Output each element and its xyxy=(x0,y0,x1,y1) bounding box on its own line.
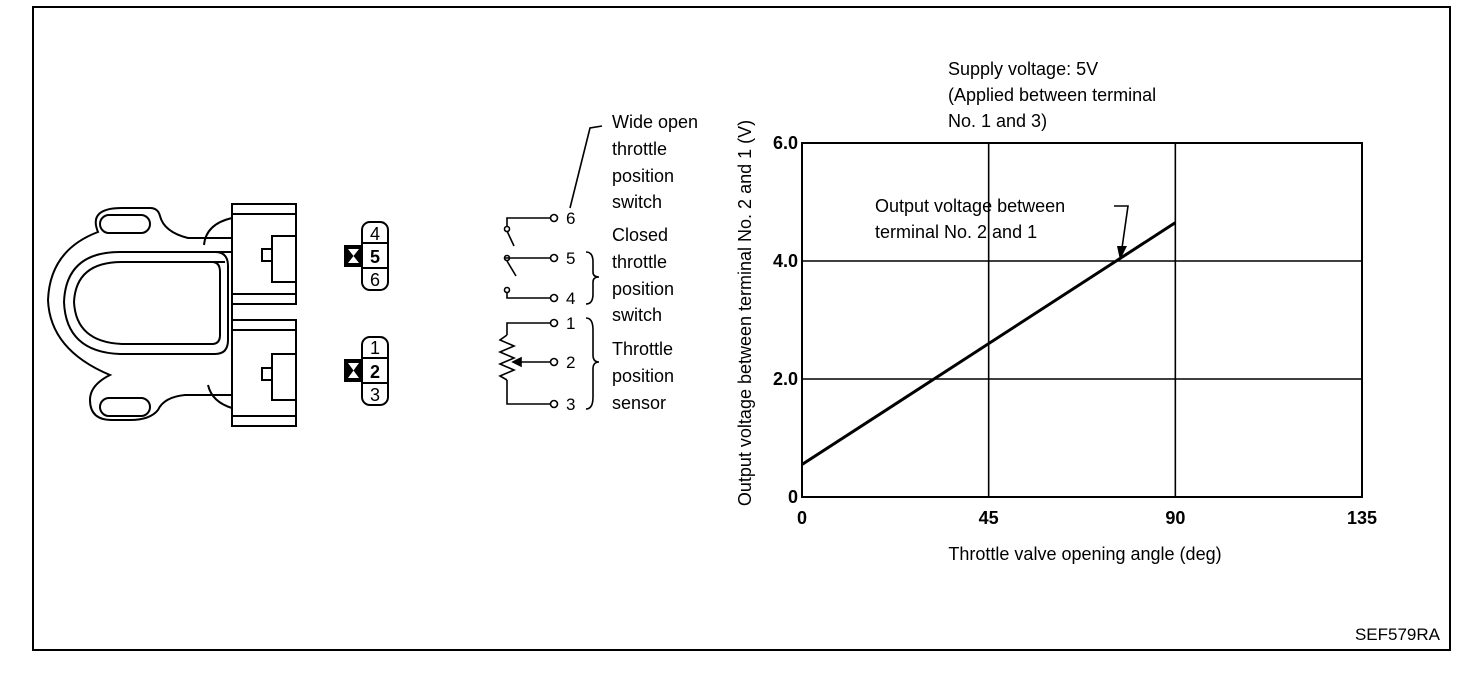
svg-text:No. 1 and 3): No. 1 and 3) xyxy=(948,111,1047,131)
terminal-lower-2: 3 xyxy=(370,385,380,405)
schematic-wiring xyxy=(497,125,603,410)
svg-text:Throttle: Throttle xyxy=(612,339,673,359)
potentiometer-resistor xyxy=(497,334,517,381)
schematic-terminal-3: 3 xyxy=(566,395,575,414)
sensor-inner-rim xyxy=(72,261,225,345)
chart-series xyxy=(801,221,1177,466)
connector-latch-upper xyxy=(261,248,273,262)
svg-text:position: position xyxy=(612,279,674,299)
svg-text:Wide open: Wide open xyxy=(612,112,698,132)
brace-closed-switch xyxy=(585,251,600,305)
x-tick-label-1: 45 xyxy=(979,508,999,528)
sensor-label: Throttle position sensor xyxy=(612,339,674,413)
x-axis-label: Throttle valve opening angle (deg) xyxy=(948,544,1221,564)
svg-text:Output voltage between: Output voltage between xyxy=(875,196,1065,216)
sensor-body-drawing xyxy=(46,203,297,427)
svg-text:terminal No. 2 and 1: terminal No. 2 and 1 xyxy=(875,222,1037,242)
mounting-slot-upper xyxy=(99,214,151,234)
closed-switch-label: Closed throttle position switch xyxy=(612,225,674,325)
y-axis-label: Output voltage between terminal No. 2 an… xyxy=(735,120,755,506)
svg-text:position: position xyxy=(612,166,674,186)
terminal-upper-1: 5 xyxy=(370,247,380,267)
x-tick-label-2: 90 xyxy=(1165,508,1185,528)
terminal-block-upper xyxy=(344,221,389,291)
svg-text:throttle: throttle xyxy=(612,139,667,159)
connector-housing-upper xyxy=(231,203,297,305)
wide-open-switch-blade xyxy=(506,230,515,247)
y-tick-label-0: 0 xyxy=(788,487,798,507)
svg-text:sensor: sensor xyxy=(612,393,666,413)
svg-text:switch: switch xyxy=(612,305,662,325)
figure-id: SEF579RA xyxy=(1355,625,1441,644)
label-leader xyxy=(569,125,603,209)
housing-bulge-upper xyxy=(203,217,233,246)
svg-text:Supply voltage: 5V: Supply voltage: 5V xyxy=(948,59,1098,79)
svg-text:position: position xyxy=(612,366,674,386)
schematic-terminal-2: 2 xyxy=(566,353,575,372)
x-tick-label-3: 135 xyxy=(1347,508,1377,528)
chart-ticks: 0 45 90 135 0 2.0 4.0 6.0 xyxy=(773,133,1377,528)
figure-frame xyxy=(32,6,1451,651)
svg-text:switch: switch xyxy=(612,192,662,212)
plot-frame xyxy=(801,142,1363,498)
x-tick-label-0: 0 xyxy=(797,508,807,528)
schematic-terminal-4: 4 xyxy=(566,289,575,308)
closed-switch-blade xyxy=(506,260,517,277)
connector-latch-lower xyxy=(261,367,273,381)
brace-sensor xyxy=(585,317,600,410)
housing-bulge-lower xyxy=(207,384,233,409)
sensor-inner-opening xyxy=(62,251,232,355)
terminal-upper-2: 6 xyxy=(370,270,380,290)
svg-text:(Applied between terminal: (Applied between terminal xyxy=(948,85,1156,105)
series-annotation: Output voltage between terminal No. 2 an… xyxy=(875,196,1065,242)
y-tick-label-1: 2.0 xyxy=(773,369,798,389)
y-tick-label-2: 4.0 xyxy=(773,251,798,271)
schematic-terminal-6: 6 xyxy=(566,209,575,228)
schematic-terminal-1: 1 xyxy=(566,314,575,333)
annotation-leader xyxy=(1114,205,1129,260)
chart-grid xyxy=(801,142,1363,498)
schematic-terminal-5: 5 xyxy=(566,249,575,268)
supply-note: Supply voltage: 5V (Applied between term… xyxy=(948,59,1156,131)
terminal-upper-0: 4 xyxy=(370,224,380,244)
series-line-0 xyxy=(801,221,1177,466)
terminal-lower-0: 1 xyxy=(370,338,380,358)
terminal-lower-1: 2 xyxy=(370,362,380,382)
mounting-slot-lower xyxy=(99,397,151,417)
terminal-block-lower xyxy=(344,336,389,406)
output-voltage-chart: Supply voltage: 5V (Applied between term… xyxy=(735,59,1377,564)
svg-text:Closed: Closed xyxy=(612,225,668,245)
svg-text:throttle: throttle xyxy=(612,252,667,272)
y-tick-label-3: 6.0 xyxy=(773,133,798,153)
connector-housing-lower xyxy=(231,319,297,427)
sensor-housing-outline xyxy=(46,207,233,421)
wide-open-switch-label: Wide open throttle position switch xyxy=(612,112,698,212)
